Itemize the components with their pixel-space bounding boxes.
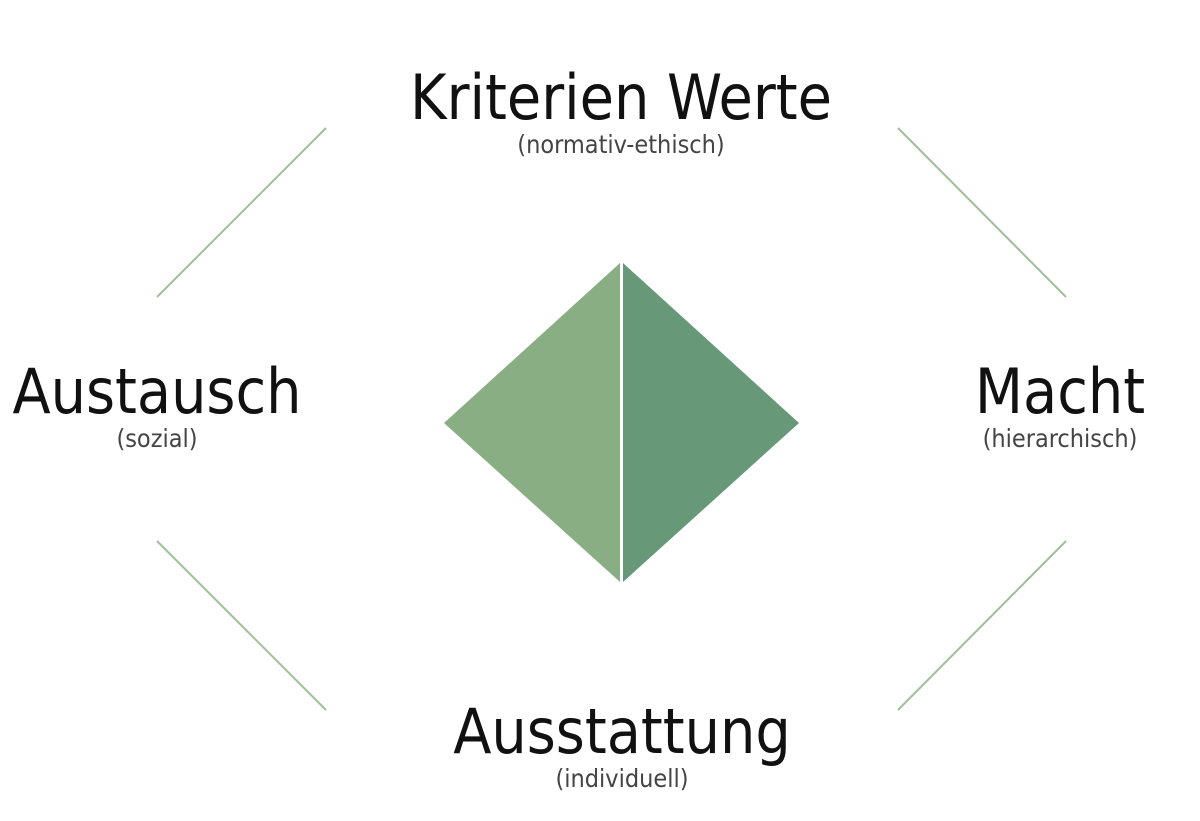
left-title: Austausch (12, 355, 302, 428)
diamond-left-half (444, 263, 620, 582)
bottom-label: Ausstattung (individuell) (400, 699, 844, 793)
connector-bottom-left (156, 540, 327, 711)
right-subtitle: (hierarchisch) (982, 424, 1138, 453)
right-title: Macht (974, 355, 1146, 428)
diamond-right-half (623, 263, 799, 582)
connector-bottom-right (897, 540, 1067, 711)
top-title: Kriterien Werte (410, 61, 832, 134)
bottom-subtitle: (individuell) (555, 764, 689, 793)
left-subtitle: (sozial) (116, 424, 198, 453)
left-label: Austausch (sozial) (0, 359, 314, 453)
top-subtitle: (normativ-ethisch) (517, 130, 725, 159)
connector-top-left (156, 127, 327, 298)
top-label: Kriterien Werte (normativ-ethisch) (320, 65, 922, 159)
right-label: Macht (hierarchisch) (955, 359, 1165, 453)
connector-top-right (897, 127, 1067, 298)
bottom-title: Ausstattung (453, 695, 791, 768)
